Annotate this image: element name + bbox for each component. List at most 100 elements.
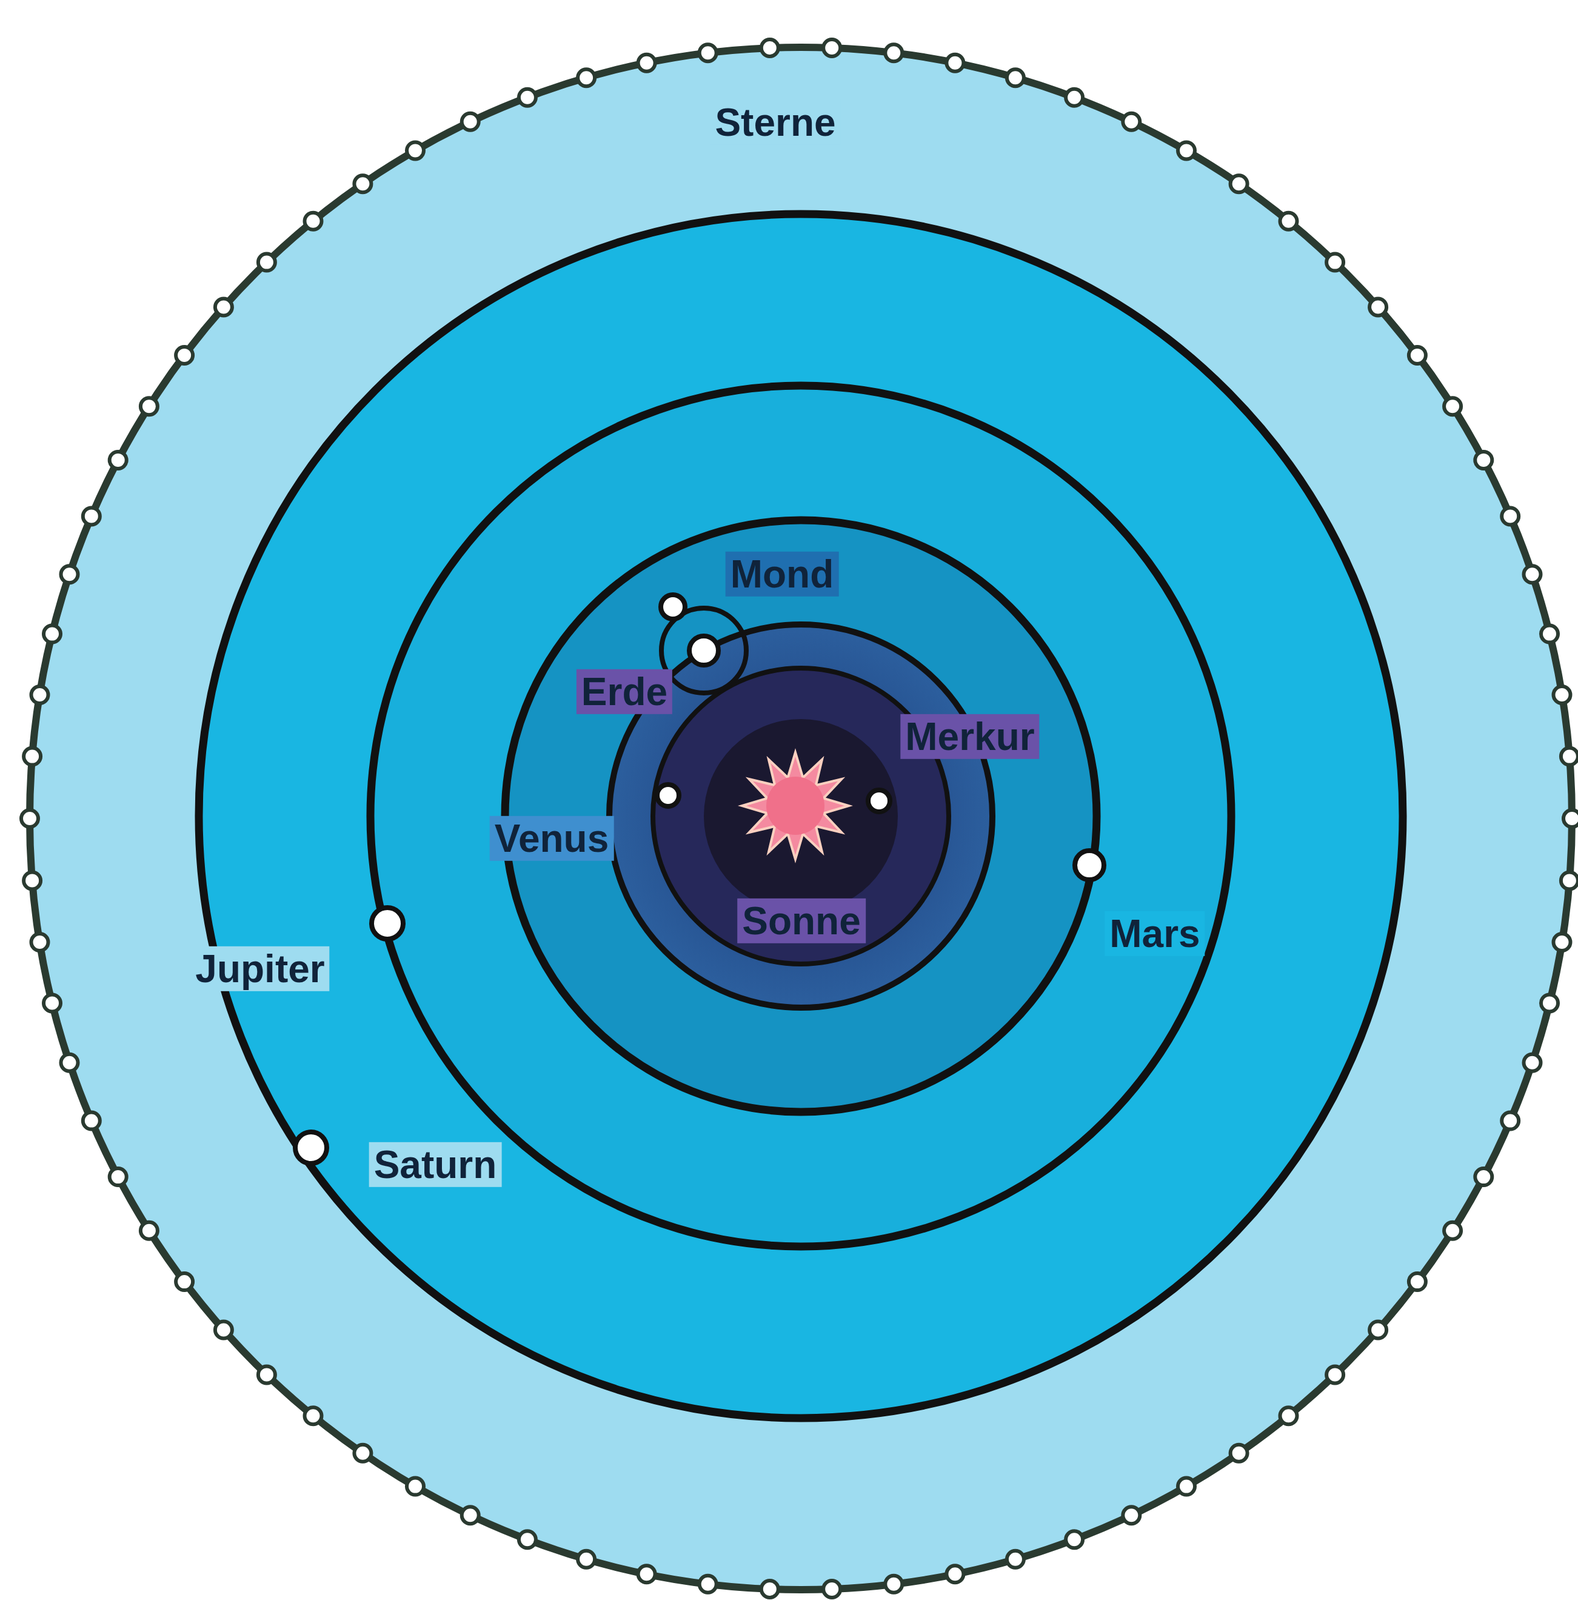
body-label: Erde (576, 669, 673, 715)
star-dot (1122, 1506, 1140, 1524)
star-dot (1561, 748, 1578, 766)
star-dot (1541, 625, 1558, 643)
star-dot (1280, 212, 1298, 230)
body-label: Sonne (737, 898, 866, 944)
jupiter-orbit (370, 385, 1232, 1247)
star-dot (885, 44, 903, 62)
star-dot (23, 871, 41, 889)
star-dot (83, 1112, 101, 1130)
star-dot (1553, 686, 1571, 704)
star-dot (1326, 254, 1344, 271)
star-dot (577, 69, 595, 87)
star-dot (1408, 346, 1426, 364)
star-dot (109, 451, 127, 469)
star-dot (83, 507, 101, 525)
body-label: Saturn (369, 1142, 502, 1187)
star-dot (1444, 397, 1461, 415)
star-dot (1561, 871, 1578, 889)
earth-dot (689, 635, 719, 666)
star-dot (43, 994, 61, 1012)
star-dot (1369, 298, 1387, 316)
star-dot (1474, 451, 1492, 469)
star-dot (1006, 69, 1024, 87)
star-dots (21, 39, 1578, 1598)
star-dot (215, 1321, 233, 1339)
star-dot (699, 1575, 717, 1593)
star-dot (31, 933, 49, 951)
star-dot (1177, 141, 1195, 159)
star-dot (518, 89, 536, 107)
star-dot (109, 1168, 127, 1186)
star-dot (1369, 1321, 1387, 1339)
star-dot (1326, 1365, 1344, 1383)
body-label: Jupiter (190, 946, 330, 992)
star-dot (304, 212, 322, 230)
star-dot (406, 141, 424, 159)
star-dot (577, 1550, 595, 1568)
star-dot (518, 1530, 536, 1548)
venus-zone (652, 668, 949, 964)
mercury-dot (868, 789, 890, 812)
star-dot (175, 346, 193, 364)
venus-dot (657, 784, 679, 807)
body-label: Merkur (900, 714, 1040, 759)
star-dot (1230, 1444, 1248, 1462)
star-dot (1230, 175, 1248, 193)
body-label: Mond (725, 551, 840, 597)
star-dot (1065, 1530, 1083, 1548)
body-label: Mars (1104, 911, 1205, 957)
star-dot (1524, 565, 1542, 583)
star-dot (823, 1580, 841, 1598)
star-dot (1524, 1054, 1542, 1072)
star-dot (823, 39, 841, 57)
star-dot (1474, 1168, 1492, 1186)
star-dot (1553, 933, 1571, 951)
star-dot (1408, 1273, 1426, 1291)
star-dot (215, 298, 233, 316)
star-dot (1444, 1222, 1461, 1240)
star-dot (1122, 113, 1140, 131)
star-dot (461, 1506, 479, 1524)
star-sphere (29, 47, 1572, 1590)
sun-symbol (742, 752, 849, 860)
star-dot (1501, 1112, 1519, 1130)
star-dot (61, 1054, 79, 1072)
star-dot (885, 1575, 903, 1593)
star-dot (461, 113, 479, 131)
star-dot (946, 1565, 964, 1583)
star-dot (258, 254, 276, 271)
star-dot (1280, 1407, 1298, 1425)
star-dot (21, 809, 39, 827)
star-dot (946, 54, 964, 72)
star-dot (61, 565, 79, 583)
saturn-dot (295, 1131, 327, 1164)
star-dot (354, 1444, 372, 1462)
star-dot (304, 1407, 322, 1425)
jupiter-dot (371, 907, 404, 940)
region-label: Sterne (709, 100, 841, 145)
star-dot (638, 1565, 656, 1583)
star-dot (761, 1580, 779, 1598)
star-dot (140, 397, 158, 415)
star-dot (31, 686, 49, 704)
star-dot (1065, 89, 1083, 107)
saturn-orbit (198, 213, 1403, 1418)
star-dot (406, 1477, 424, 1495)
star-dot (1501, 507, 1519, 525)
star-dot (1563, 809, 1578, 827)
star-dot (699, 44, 717, 62)
planet-dots (295, 594, 1104, 1164)
body-label: Venus (489, 815, 615, 861)
star-dot (1541, 994, 1558, 1012)
sun-rays (742, 752, 849, 860)
star-dot (175, 1273, 193, 1291)
star-dot (140, 1222, 158, 1240)
star-dot (1177, 1477, 1195, 1495)
moon-dot (660, 594, 686, 619)
star-dot (761, 39, 779, 57)
star-dot (23, 748, 41, 766)
star-dot (1006, 1550, 1024, 1568)
mars-dot (1074, 850, 1104, 880)
